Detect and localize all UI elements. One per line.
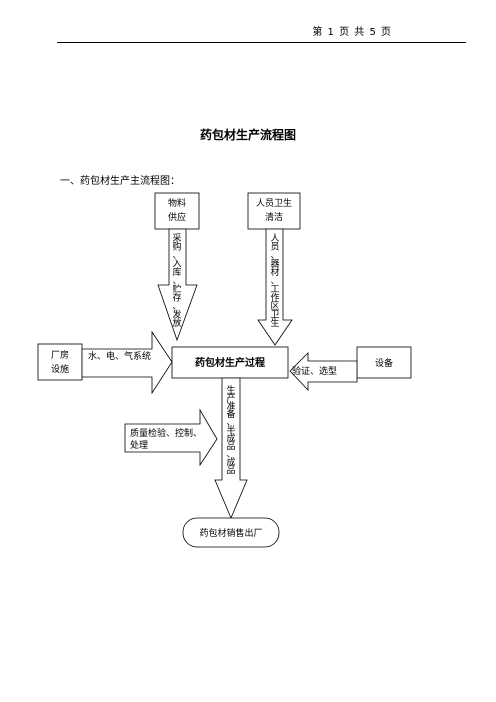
personnel-box-label-1: 人员卫生: [256, 197, 292, 209]
output-arrow-text-char: 品: [226, 441, 235, 452]
personnel-box: [247, 192, 301, 230]
qc-arrow: [124, 408, 218, 467]
materials-box-label-2: 供应: [168, 211, 186, 223]
materials-arrow: [157, 228, 198, 342]
output-arrow-text-char: 成: [226, 456, 235, 468]
personnel-arrow-text-char: 工: [270, 285, 279, 295]
plant-box-label-2: 设施: [51, 363, 69, 375]
page-number: 第 1 页 共 5 页: [312, 27, 392, 38]
output-arrow-text-char: 、: [226, 450, 235, 460]
final-box-label: 药包材销售出厂: [199, 527, 262, 539]
final-box: [182, 517, 280, 548]
materials-arrow-text-char: 库: [172, 266, 181, 278]
section-heading: 一、药包材生产主流程图：: [60, 176, 180, 187]
process-box-label: 药包材生产过程: [195, 356, 265, 369]
materials-arrow-text-char: 、: [172, 251, 181, 261]
output-arrow-text-char: 、: [226, 418, 235, 428]
personnel-arrow-text-char: 、: [270, 277, 279, 287]
materials-arrow-text-char: 、: [172, 302, 181, 312]
output-arrow-text-char: 半: [226, 424, 235, 436]
personnel-arrow-text-char: 作: [270, 292, 279, 304]
plant-box-label-1: 厂房: [51, 349, 69, 361]
header-rule: [57, 42, 466, 43]
materials-arrow-text-char: 贮: [172, 283, 181, 295]
personnel-arrow: [257, 228, 293, 346]
personnel-arrow-text-char: 、: [270, 251, 279, 261]
personnel-arrow-text-char: 生: [270, 317, 279, 329]
equipment-arrow-text: 验证、选型: [292, 365, 337, 377]
materials-box: [154, 192, 200, 230]
materials-arrow-text: 采购、入库、贮存、发放: [172, 233, 181, 329]
materials-arrow-text-char: 入: [172, 259, 181, 270]
document-title: 药包材生产流程图: [199, 128, 296, 142]
equipment-box-label: 设备: [375, 357, 393, 369]
output-arrow-text-char: 成: [226, 432, 235, 444]
qc-arrow-text-2: 处理: [130, 439, 148, 451]
personnel-arrow-text-char: 卫: [270, 311, 279, 321]
output-arrow-text-char: 品: [226, 465, 235, 476]
plant-arrow-text: 水、电、气系统: [88, 350, 151, 362]
personnel-arrow-text-char: 材: [270, 266, 279, 278]
materials-arrow-text-char: 采: [172, 233, 181, 244]
materials-arrow-text-char: 发: [172, 309, 181, 321]
materials-box-label-1: 物料: [168, 197, 186, 209]
output-arrow-text-char: 准: [226, 401, 235, 412]
materials-arrow-text-char: 放: [172, 317, 181, 329]
personnel-arrow-text-char: 员: [270, 242, 279, 253]
plant-arrow: [81, 330, 173, 395]
output-arrow: [214, 377, 248, 520]
materials-arrow-text-char: 购: [172, 241, 181, 253]
qc-arrow-text-1: 质量检验、控制、: [130, 427, 202, 439]
materials-arrow-text-char: 、: [172, 277, 181, 287]
personnel-arrow-text-char: 人: [270, 233, 279, 244]
output-arrow-text-char: 备: [226, 408, 235, 420]
personnel-box-label-2: 清洁: [265, 211, 283, 223]
plant-box: [37, 343, 83, 381]
personnel-arrow-text-char: 器: [270, 259, 279, 270]
personnel-arrow-text-char: 区: [270, 301, 279, 312]
equipment-arrow: [289, 352, 358, 392]
output-arrow-text-char: 生: [226, 384, 235, 396]
materials-arrow-text-char: 存: [172, 292, 181, 304]
output-arrow-text-char: 产: [226, 392, 235, 404]
